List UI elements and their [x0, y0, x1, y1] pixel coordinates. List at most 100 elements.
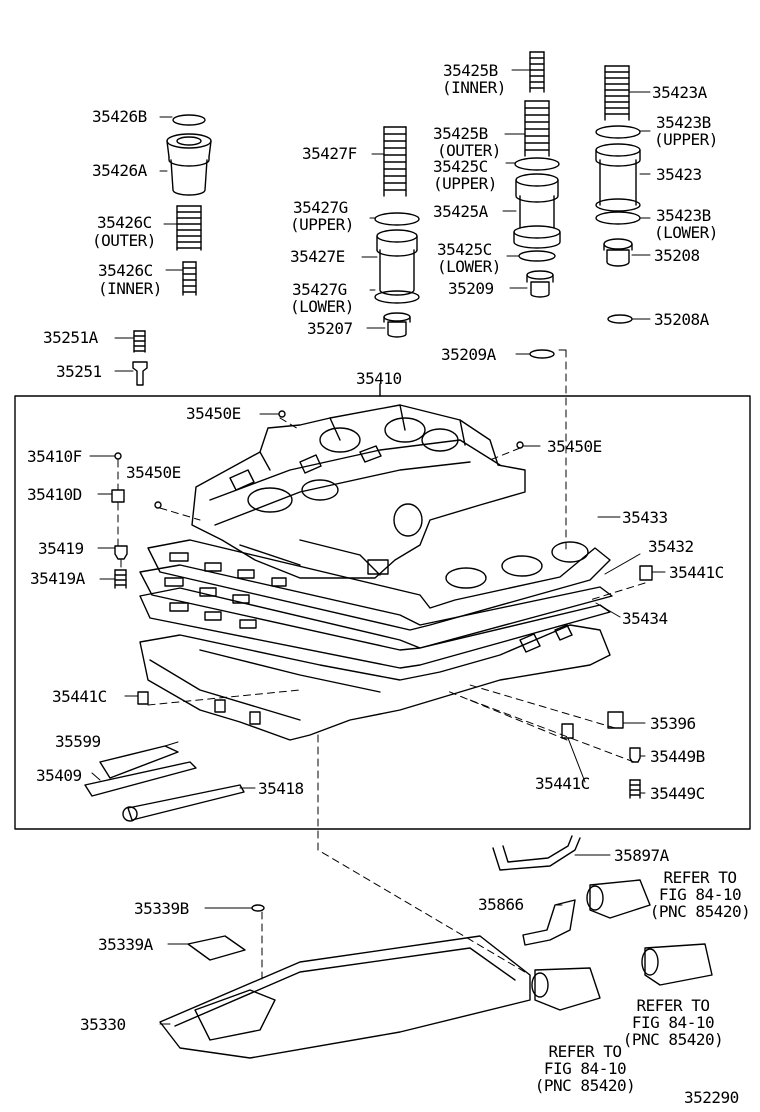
ref3-line1: REFER TO	[548, 1042, 622, 1061]
reference-note-bottom[interactable]: REFER TO FIG 84-10 (PNC 85420)	[530, 1043, 640, 1094]
label-35426A[interactable]: 35426A	[92, 161, 147, 180]
label-35423B-lower[interactable]: 35423B	[656, 206, 711, 225]
label-35449B[interactable]: 35449B	[650, 747, 705, 766]
label-35418[interactable]: 35418	[258, 779, 304, 798]
label-35409[interactable]: 35409	[36, 766, 82, 785]
label-35866[interactable]: 35866	[478, 895, 524, 914]
spring-35449C	[629, 779, 641, 799]
label-35419[interactable]: 35419	[38, 539, 84, 558]
lower-valve-body	[139, 624, 611, 741]
bracket-35866	[522, 899, 576, 946]
qualifier-35423B-lower: (LOWER)	[654, 223, 718, 242]
label-35426B[interactable]: 35426B	[92, 107, 147, 126]
label-35419A[interactable]: 35419A	[30, 569, 85, 588]
label-35339A[interactable]: 35339A	[98, 935, 153, 954]
plug-35209	[526, 270, 554, 298]
label-35441C-a[interactable]: 35441C	[669, 563, 724, 582]
label-35449C[interactable]: 35449C	[650, 784, 705, 803]
reference-note-top-right[interactable]: REFER TO FIG 84-10 (PNC 85420)	[645, 869, 755, 920]
label-35208A[interactable]: 35208A	[654, 310, 709, 329]
label-35427E[interactable]: 35427E	[290, 247, 345, 266]
qualifier-35427G-lower: (LOWER)	[290, 297, 354, 316]
pin-35441C-a	[639, 565, 653, 581]
label-35427G-lower[interactable]: 35427G	[292, 280, 347, 299]
label-35425B-inner[interactable]: 35425B	[443, 61, 498, 80]
label-35426C-outer[interactable]: 35426C	[97, 213, 152, 232]
plug-35208	[603, 238, 633, 267]
label-35251A[interactable]: 35251A	[43, 328, 98, 347]
label-35339B[interactable]: 35339B	[134, 899, 189, 918]
ball-35450E-b	[154, 501, 162, 509]
spring-35425B-outer	[524, 100, 550, 157]
ref2-line3: (PNC 85420)	[622, 1030, 724, 1049]
qualifier-35426C-outer: (OUTER)	[92, 231, 156, 250]
label-35897A[interactable]: 35897A	[614, 846, 669, 865]
label-35441C-b[interactable]: 35441C	[52, 687, 107, 706]
label-35441C-c[interactable]: 35441C	[535, 774, 590, 793]
plug-35396	[607, 711, 624, 729]
label-35450E-a[interactable]: 35450E	[186, 404, 241, 423]
label-35425B-outer[interactable]: 35425B	[433, 124, 488, 143]
ref3-line2: FIG 84-10	[543, 1059, 627, 1078]
label-35434[interactable]: 35434	[622, 609, 668, 628]
pin-35441C-c	[561, 723, 574, 739]
spring-35426C-inner	[182, 261, 197, 296]
label-35599[interactable]: 35599	[55, 732, 101, 751]
qualifier-35425B-inner: (INNER)	[442, 78, 506, 97]
label-35450E-c[interactable]: 35450E	[547, 437, 602, 456]
label-35330[interactable]: 35330	[80, 1015, 126, 1034]
reference-note-middle-right[interactable]: REFER TO FIG 84-10 (PNC 85420)	[618, 997, 728, 1048]
sleeve-35423	[595, 143, 641, 212]
qualifier-35426C-inner: (INNER)	[98, 279, 162, 298]
label-35425C-upper[interactable]: 35425C	[433, 157, 488, 176]
label-35423A[interactable]: 35423A	[652, 83, 707, 102]
qualifier-35425C-lower: (LOWER)	[437, 257, 501, 276]
ref1-line2: FIG 84-10	[658, 885, 742, 904]
qualifier-35427G-upper: (UPPER)	[290, 215, 354, 234]
lever-35409	[84, 761, 197, 797]
label-35426C-inner[interactable]: 35426C	[98, 261, 153, 280]
ref2-line1: REFER TO	[636, 996, 710, 1015]
label-35396[interactable]: 35396	[650, 714, 696, 733]
dashed-assembly-lines	[117, 349, 646, 981]
label-35209[interactable]: 35209	[448, 279, 494, 298]
label-35423B-upper[interactable]: 35423B	[656, 113, 711, 132]
retainer-35251	[132, 361, 148, 386]
label-35450E-b[interactable]: 35450E	[126, 463, 181, 482]
valve-body-group-box	[14, 395, 751, 830]
label-35423[interactable]: 35423	[656, 165, 702, 184]
leader-lines	[89, 69, 666, 1025]
spring-35425B-inner	[529, 51, 545, 93]
label-35427F[interactable]: 35427F	[302, 144, 357, 163]
label-35410F[interactable]: 35410F	[27, 447, 82, 466]
label-35207[interactable]: 35207	[307, 319, 353, 338]
label-35427G-upper[interactable]: 35427G	[293, 198, 348, 217]
label-35209A[interactable]: 35209A	[441, 345, 496, 364]
ring-35427G-upper	[374, 212, 420, 226]
qualifier-35425B-outer: (OUTER)	[437, 141, 501, 160]
valve-35449B	[629, 747, 641, 763]
ring-35425C-upper	[514, 157, 560, 171]
solenoid-bottom	[531, 967, 601, 1011]
label-35433[interactable]: 35433	[622, 508, 668, 527]
label-35425A[interactable]: 35425A	[433, 202, 488, 221]
ring-35423B-upper	[595, 125, 641, 139]
oil-pan-35330	[159, 935, 531, 1059]
solenoid-right-middle	[641, 943, 713, 986]
plug-35410D	[111, 489, 125, 503]
label-35432[interactable]: 35432	[648, 537, 694, 556]
label-35410D[interactable]: 35410D	[27, 485, 82, 504]
pin-35441C-b	[137, 691, 149, 705]
sleeve-35427E	[376, 229, 418, 296]
label-35251[interactable]: 35251	[56, 362, 102, 381]
ref1-line1: REFER TO	[663, 868, 737, 887]
spring-35426C-outer	[176, 205, 202, 251]
plug-35207	[383, 312, 411, 338]
label-35425C-lower[interactable]: 35425C	[437, 240, 492, 259]
sleeve-35425A	[513, 173, 561, 249]
valve-35418	[122, 784, 245, 822]
label-35208[interactable]: 35208	[654, 246, 700, 265]
upper-valve-body	[191, 404, 526, 579]
